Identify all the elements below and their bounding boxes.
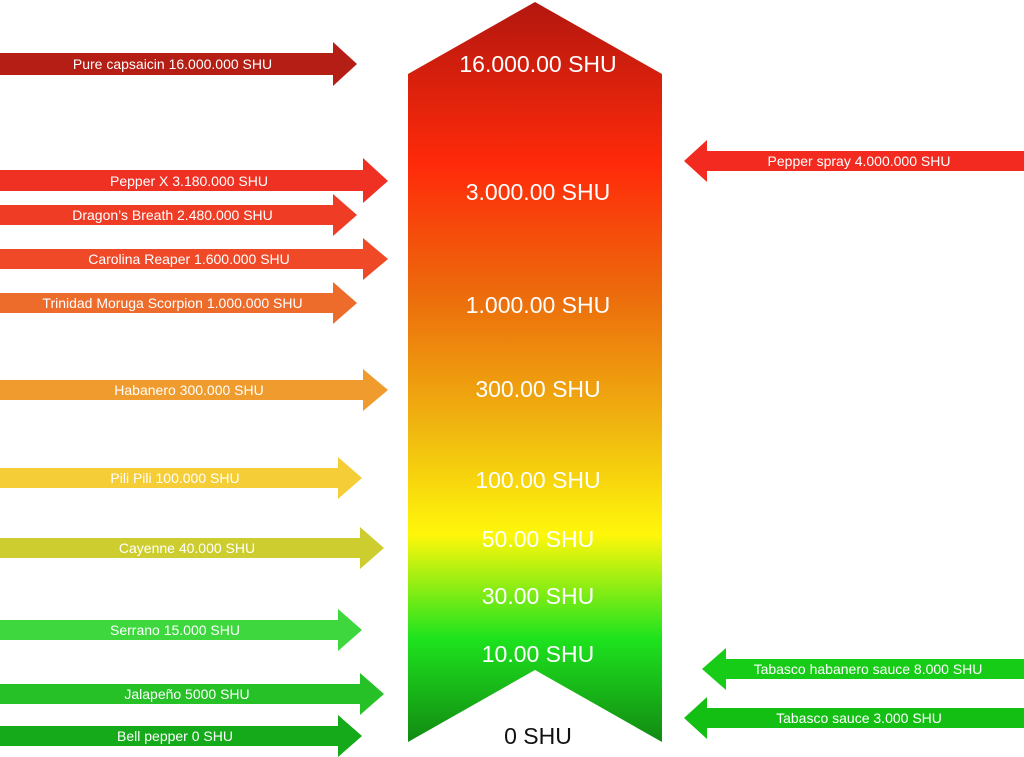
- label-pepper-spray: Pepper spray 4.000.000 SHU: [767, 153, 951, 169]
- arrow-tabasco-habanero-sauce: [702, 648, 1024, 690]
- left-arrows: [0, 42, 388, 757]
- arrow-jalapeno: [0, 673, 384, 715]
- right-arrows: [684, 140, 1024, 739]
- label-pure-capsaicin: Pure capsaicin 16.000.000 SHU: [72, 56, 273, 72]
- label-tabasco-sauce: Tabasco sauce 3.000 SHU: [776, 710, 942, 726]
- label-pili-pili: Pili Pili 100.000 SHU: [110, 470, 240, 486]
- label-bell-pepper: Bell pepper 0 SHU: [117, 728, 233, 744]
- label-jalapeno: Jalapeño 5000 SHU: [124, 686, 250, 702]
- label-dragons-breath: Dragon’s Breath 2.480.000 SHU: [72, 207, 273, 223]
- scale-label-3m: 3.000.00 SHU: [465, 179, 611, 205]
- label-tabasco-habanero-sauce: Tabasco habanero sauce 8.000 SHU: [753, 661, 983, 677]
- arrow-pepper-x: [0, 158, 388, 203]
- label-carolina-reaper: Carolina Reaper 1.600.000 SHU: [88, 251, 290, 267]
- arrow-tabasco-sauce: [684, 697, 1024, 739]
- arrow-serrano: [0, 609, 362, 651]
- scale-label-30k: 30.00 SHU: [481, 583, 595, 609]
- scale-label-300k: 300.00 SHU: [475, 376, 601, 402]
- arrow-trinidad-moruga-scorpion: [0, 282, 357, 324]
- scale-label-10k: 10.00 SHU: [481, 641, 595, 667]
- arrow-pure-capsaicin: [0, 42, 357, 86]
- scale-label-50k: 50.00 SHU: [481, 526, 595, 552]
- label-pepper-x: Pepper X 3.180.000 SHU: [110, 173, 268, 189]
- arrow-pepper-spray: [684, 140, 1024, 182]
- heat-scale-chevron: [408, 2, 662, 742]
- scale-label-0: 0 SHU: [504, 723, 572, 749]
- arrow-cayenne: [0, 527, 384, 569]
- arrow-habanero: [0, 369, 388, 411]
- label-cayenne: Cayenne 40.000 SHU: [118, 540, 256, 556]
- label-serrano: Serrano 15.000 SHU: [110, 622, 240, 638]
- label-trinidad-moruga-scorpion: Trinidad Moruga Scorpion 1.000.000 SHU: [42, 295, 303, 311]
- label-habanero: Habanero 300.000 SHU: [114, 382, 264, 398]
- arrow-bell-pepper: [0, 715, 362, 757]
- arrow-pili-pili: [0, 457, 362, 499]
- scale-label-16m: 16.000.00 SHU: [459, 51, 617, 77]
- scale-label-1m: 1.000.00 SHU: [465, 292, 611, 318]
- scale-label-100k: 100.00 SHU: [475, 467, 601, 493]
- arrow-dragons-breath: [0, 194, 357, 236]
- arrow-carolina-reaper: [0, 238, 388, 280]
